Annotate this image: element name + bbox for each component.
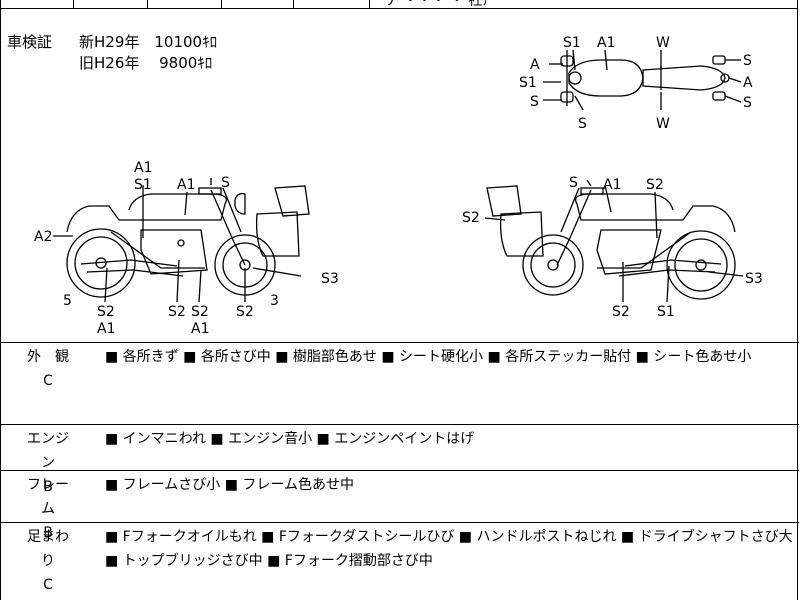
section-grade: B — [43, 525, 53, 541]
label-right-s2-left: S2 — [462, 210, 480, 226]
top-cell — [1, 0, 74, 8]
right-side-motorcycle — [486, 185, 736, 300]
top-view-motorcycle — [560, 50, 730, 106]
top-table-row — [1, 0, 797, 9]
section-suspension: 足まわり C ■ Fフォークオイルもれ ■ Fフォークダストシールひび ■ ハン… — [1, 522, 799, 600]
label-right-s1: S1 — [657, 304, 675, 320]
section-name: エンジン B — [21, 427, 75, 499]
section-name: 外 観 C — [21, 345, 75, 393]
label-left-s2-d: S2 — [236, 304, 254, 320]
certificate-label: 車検証 — [7, 33, 53, 51]
label-left-5: 5 — [63, 293, 72, 309]
left-side-motorcycle — [66, 185, 310, 298]
section-title: フレーム — [27, 477, 69, 517]
section-grade: C — [43, 577, 53, 593]
section-detail: ■ 各所きず ■ 各所さび中 ■ 樹脂部色あせ ■ シート硬化小 ■ 各所ステッ… — [105, 349, 752, 365]
section-name: 足まわり C — [21, 525, 75, 597]
diagram-labels: S1 A1 W S A S1 A S S S W A1 S1 A1 S A2 S… — [34, 35, 763, 337]
section-detail: ■ フレームさび小 ■ フレーム色あせ中 — [105, 477, 354, 493]
section-title: 足まわり — [27, 529, 69, 569]
top-cell — [147, 0, 222, 8]
top-fragment-text: ナ ・・・ ・ 社ｱ — [385, 0, 490, 9]
section-title: エンジン — [27, 431, 69, 471]
label-left-s2-a: S2 — [97, 304, 115, 320]
label-left-a1-b: A1 — [97, 321, 115, 337]
label-top-s-right-low: S — [743, 95, 752, 111]
label-top-s1-left: S1 — [519, 75, 537, 91]
certificate-old-mileage: 旧H26年 9800ｷﾛ — [79, 54, 213, 72]
label-top-s1: S1 — [563, 35, 581, 51]
label-left-a1-d: A1 — [191, 321, 209, 337]
section-detail: ■ インマニわれ ■ エンジン音小 ■ エンジンペイントはげ — [105, 431, 475, 447]
label-top-s-right: S — [743, 53, 752, 69]
label-right-s2-bottom: S2 — [612, 304, 630, 320]
label-left-a1-top: A1 — [134, 160, 152, 176]
label-right-s2-top: S2 — [646, 177, 664, 193]
label-right-s: S — [569, 175, 578, 191]
label-top-s-left: S — [530, 94, 539, 110]
top-cell — [221, 0, 294, 8]
label-top-w: W — [656, 35, 670, 51]
label-right-s3: S3 — [745, 271, 763, 287]
section-title: 外 観 — [27, 349, 69, 365]
section-grade: C — [43, 373, 53, 389]
damage-diagram: S1 A1 W S A S1 A S S S W A1 S1 A1 S A2 S… — [34, 35, 763, 337]
top-cell — [73, 0, 148, 8]
label-left-s: S — [221, 175, 230, 191]
label-left-s2-b: S2 — [168, 304, 186, 320]
section-exterior: 外 観 C ■ 各所きず ■ 各所さび中 ■ 樹脂部色あせ ■ シート硬化小 ■… — [1, 342, 799, 424]
label-top-a-right: A — [743, 75, 753, 91]
top-cell — [293, 0, 370, 8]
label-left-3: 3 — [270, 293, 279, 309]
label-left-s2-c: S2 — [191, 304, 209, 320]
label-top-a-left: A — [530, 57, 540, 73]
label-top-w-bottom: W — [656, 116, 670, 132]
section-detail: ■ Fフォークオイルもれ ■ Fフォークダストシールひび ■ ハンドルポストねじ… — [105, 529, 793, 569]
section-engine: エンジン B ■ インマニわれ ■ エンジン音小 ■ エンジンペイントはげ — [1, 424, 799, 495]
label-right-a1: A1 — [603, 177, 621, 193]
certificate-new-mileage: 新H29年 10100ｷﾛ — [79, 33, 218, 51]
label-left-s1: S1 — [134, 177, 152, 193]
section-frame: フレーム B ■ フレームさび小 ■ フレーム色あせ中 — [1, 470, 799, 541]
section-grade: B — [43, 479, 53, 495]
label-left-a1: A1 — [177, 177, 195, 193]
label-left-a2: A2 — [34, 229, 52, 245]
section-name: フレーム B — [21, 473, 75, 545]
label-top-s-bottom: S — [578, 116, 587, 132]
label-left-s3: S3 — [321, 271, 339, 287]
label-top-a1: A1 — [597, 35, 615, 51]
